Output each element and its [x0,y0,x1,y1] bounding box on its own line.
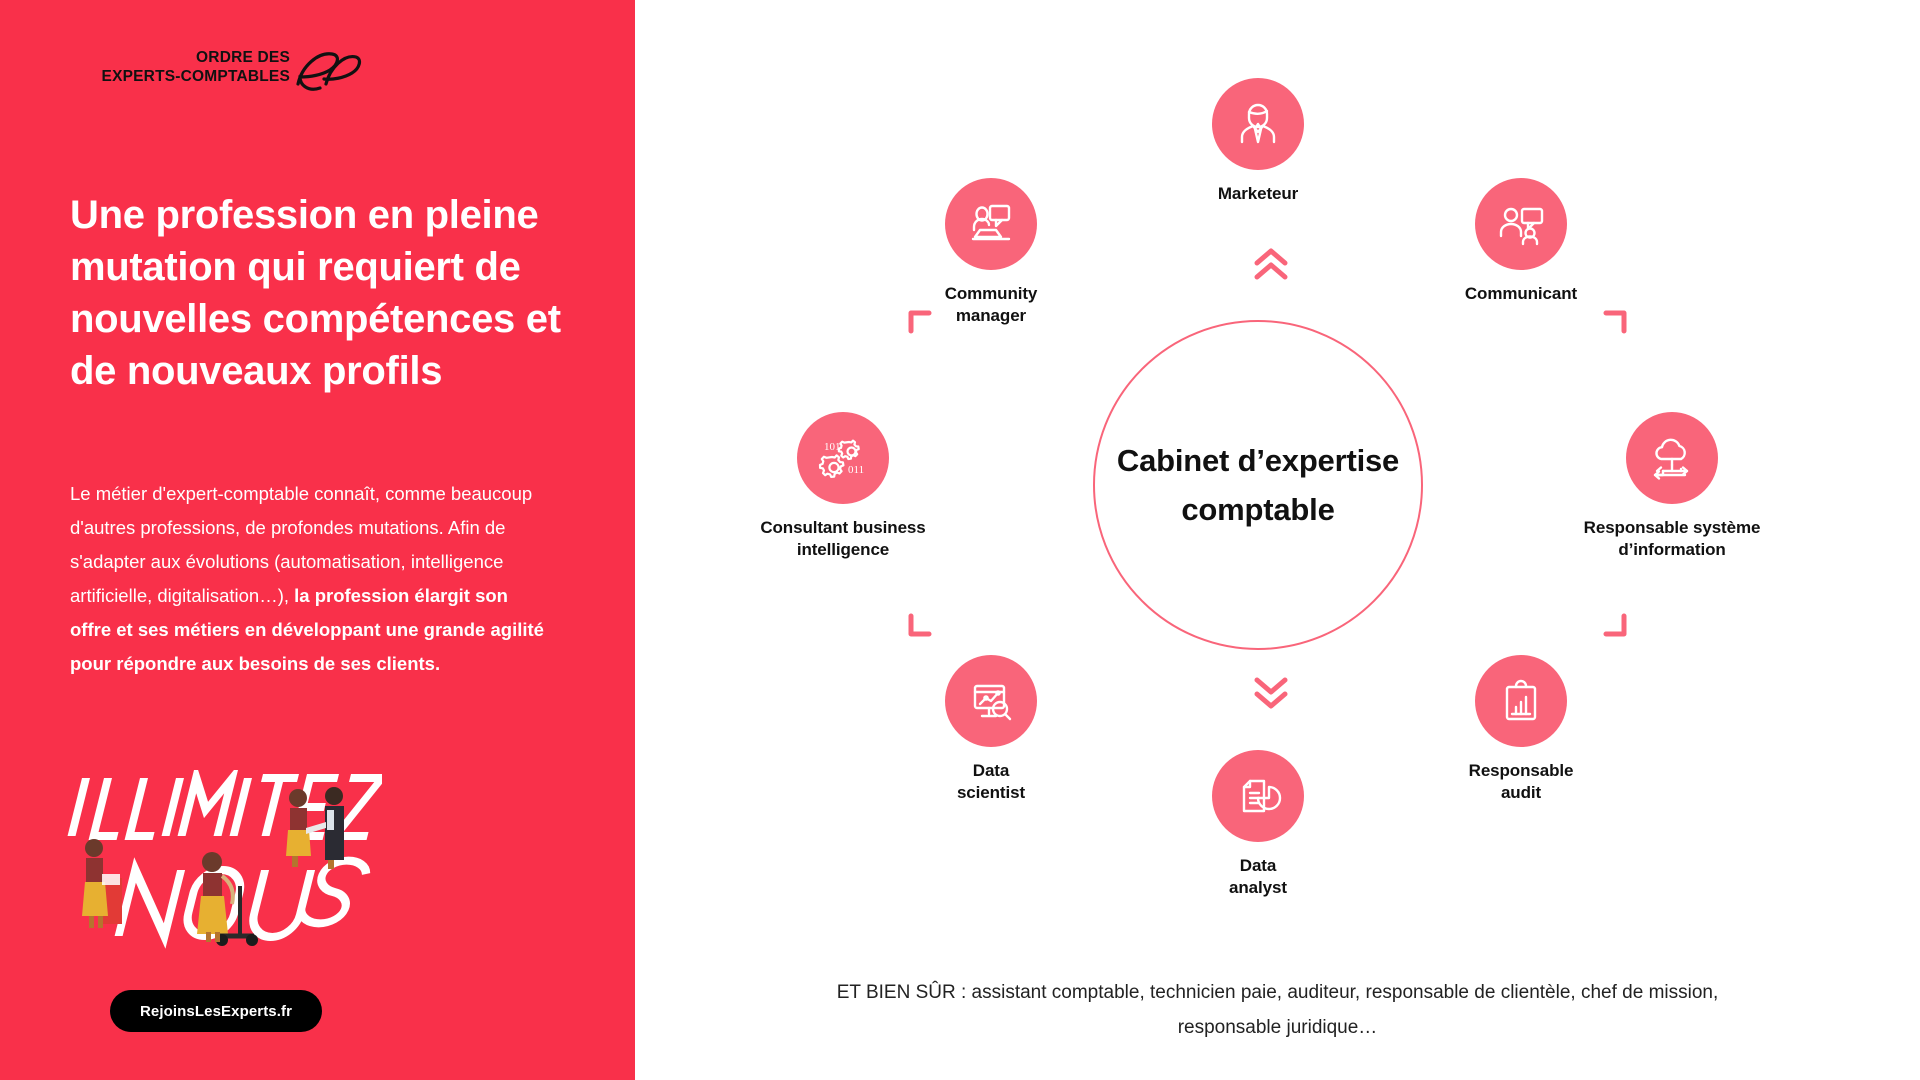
cloud-network-icon [1626,412,1718,504]
person-right-pair [286,787,344,869]
node-label: Community manager [944,284,1038,325]
chevron-up-left-icon [897,305,937,345]
logo-wordmark: ORDRE DES EXPERTS-COMPTABLES [102,48,290,86]
campaign-artwork: .camp-letter { fill:none; stroke:#ffffff… [67,770,382,949]
node-label: Data scientist [956,761,1026,802]
person-left [82,839,122,928]
chevron-up-right-icon [1598,305,1638,345]
chevron-down-right-icon [1598,610,1638,650]
center-label: Cabinet d’expertise comptable [1116,443,1400,527]
ec-monogram-icon [296,52,362,91]
suit-person-icon [1212,78,1304,170]
person-center [197,852,258,946]
intro-paragraph: Le métier d'expert-comptable connaît, co… [70,477,550,681]
node-label: Consultant business intelligence [760,518,926,559]
clipboard-bar-chart-icon [1475,655,1567,747]
gears-binary-icon: 101 011 [797,412,889,504]
right-diagram-panel: Cabinet d’expertise comptable [635,0,1920,1080]
node-data-scientist[interactable]: Data scientist [891,655,1091,804]
laptop-speech-bubble-icon [945,178,1037,270]
node-community-manager[interactable]: Community manager [891,178,1091,327]
svg-text:101: 101 [824,441,841,453]
skills-wheel-diagram: Cabinet d’expertise comptable [635,0,1920,960]
chevron-up-icon [1247,245,1295,285]
monitor-chart-magnifier-icon [945,655,1037,747]
page-title: Une profession en pleine mutation qui re… [70,192,561,393]
node-data-analyst[interactable]: Data analyst [1158,750,1358,899]
footer-caption: ET BIEN SÛR : assistant comptable, techn… [836,982,1719,1038]
logo-line-1: ORDRE DES [196,49,290,66]
people-chat-icon [1475,178,1567,270]
intro-regular: Le métier d'expert-comptable connaît, co… [70,482,533,606]
center-circle: Cabinet d’expertise comptable [1093,320,1423,650]
rejoins-les-experts-button[interactable]: RejoinsLesExperts.fr [110,990,323,1032]
node-label: Marketeur [1217,184,1299,203]
node-responsable-systeme-information[interactable]: Responsable système d’information [1572,412,1772,561]
node-label: Responsable audit [1468,761,1574,802]
node-communicant[interactable]: Communicant [1421,178,1621,305]
node-label: Data analyst [1229,856,1287,897]
document-pie-chart-icon [1212,750,1304,842]
chevron-down-left-icon [897,610,937,650]
chevron-down-icon [1247,672,1295,712]
left-red-panel: ORDRE DES EXPERTS-COMPTABLES Une profess… [0,0,635,1080]
node-label: Responsable système d’information [1583,518,1761,559]
brand-logo: ORDRE DES EXPERTS-COMPTABLES [72,48,362,102]
logo-line-2: EXPERTS-COMPTABLES [101,68,290,85]
intro-bold: la profession élargit son offre et ses m… [70,584,544,674]
node-responsable-audit[interactable]: Responsable audit [1421,655,1621,804]
node-consultant-business-intelligence[interactable]: 101 011 Consultant business intelligence [743,412,943,561]
svg-text:011: 011 [848,464,864,476]
node-marketeur[interactable]: Marketeur [1158,78,1358,205]
node-label: Communicant [1464,284,1578,303]
